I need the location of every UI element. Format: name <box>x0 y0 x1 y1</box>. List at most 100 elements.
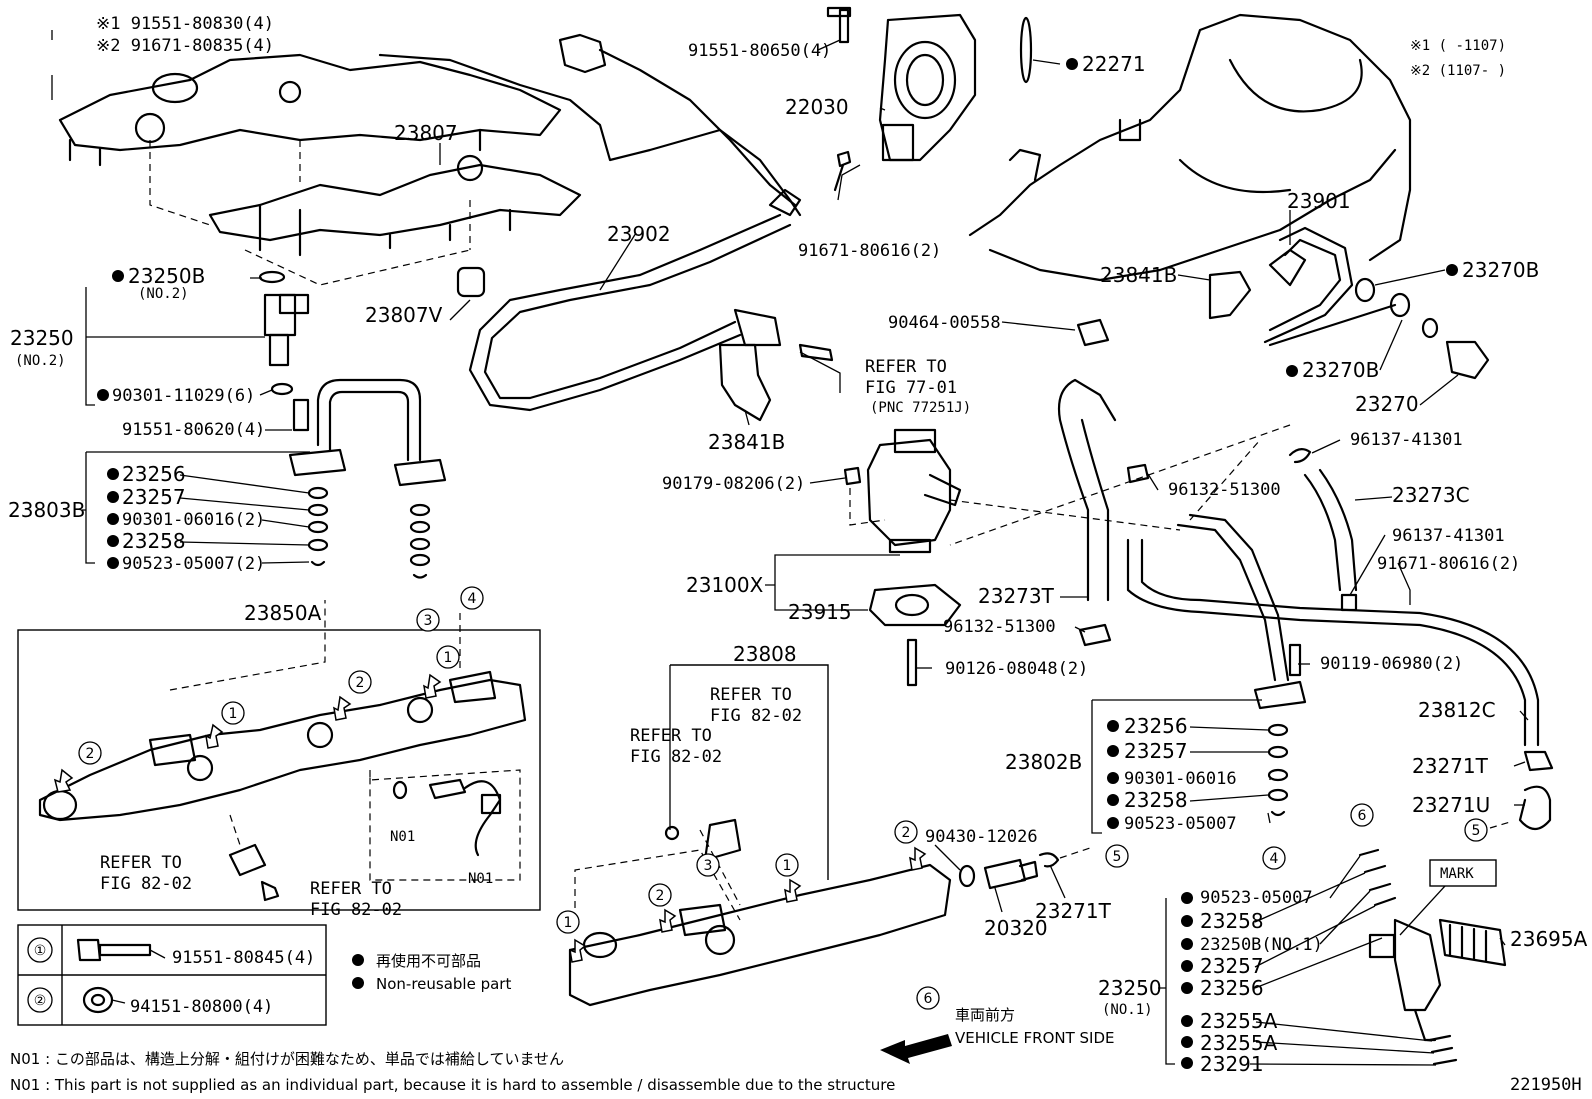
label-refer-77-c: (PNC 77251J) <box>870 400 971 416</box>
gasket-23915 <box>868 583 962 627</box>
footnote-jp: N01 : この部品は、構造上分解・組付けが困難なため、単品では補給していません <box>10 1050 564 1068</box>
fuel-pressure-sensor-20320 <box>983 858 1027 890</box>
fuel-delivery-pipe-23803b <box>316 378 422 462</box>
svg-text:5: 5 <box>1472 823 1481 839</box>
legend-row1-part: 91551-80845(4) <box>172 948 315 968</box>
label-23258-c: 23258 <box>1200 909 1264 933</box>
label-23271t-a: 23271T <box>1412 754 1489 778</box>
fuel-rail-23808-box <box>670 664 829 880</box>
note-serial-2: ※2 (1107- ) <box>1410 63 1506 79</box>
label-refer-77-a: REFER TO <box>865 357 947 377</box>
svg-text:2: 2 <box>902 825 911 841</box>
label-23256-c: 23256 <box>1200 976 1264 1000</box>
label-23901: 23901 <box>1287 189 1351 213</box>
nonreusable-dots <box>97 58 1458 1069</box>
svg-text:2: 2 <box>656 888 665 904</box>
intake-manifold <box>968 13 1412 262</box>
vehicle-front-arrow <box>880 1034 952 1064</box>
legend-nonreuse-jp: 再使用不可部品 <box>376 952 481 970</box>
label-23850a: 23850A <box>244 601 322 625</box>
hose-23273c <box>1303 473 1342 592</box>
label-23250b-no1: 23250B(NO.1) <box>1200 935 1323 955</box>
label-20320: 20320 <box>984 916 1048 940</box>
label-23257-c: 23257 <box>1200 954 1264 978</box>
svg-text:5: 5 <box>1113 849 1122 865</box>
label-22271: 22271 <box>1082 52 1146 76</box>
label-90523-05007-b: 90523-05007 <box>1124 814 1237 834</box>
label-96137-b: 96137-41301 <box>1392 526 1505 546</box>
label-title-code: 221950H <box>1510 1075 1582 1095</box>
svg-text:4: 4 <box>1270 851 1279 867</box>
fuel-injector-no2 <box>258 270 310 396</box>
fuel-rail-cover-lower <box>149 140 582 286</box>
label-23256-a: 23256 <box>122 462 186 486</box>
label-refer-82-b2: FIG 82-02 <box>630 747 722 767</box>
label-90523-05007-a: 90523-05007(2) <box>122 554 265 574</box>
fuel-rail-23850a-box <box>17 629 541 911</box>
vacuum-hose-23901 <box>1268 238 1342 332</box>
label-96132-a: 96132-51300 <box>1168 480 1281 500</box>
circled-reference-numbers: 3 4 1 2 1 2 3 1 2 1 2 6 5 6 4 5 <box>78 586 1488 1010</box>
direction-jp: 車両前方 <box>955 1006 1015 1024</box>
fuel-tube-23812c <box>1126 538 1527 747</box>
label-23270: 23270 <box>1355 392 1419 416</box>
label-refer-82-a1: REFER TO <box>710 685 792 705</box>
label-refer-82-b1: REFER TO <box>630 726 712 746</box>
injector-seal-stack <box>1358 848 1458 1066</box>
label-23902: 23902 <box>607 222 671 246</box>
legend-row2-num: ② <box>34 993 47 1009</box>
connector-23271u <box>1518 785 1552 831</box>
svg-text:3: 3 <box>704 858 713 874</box>
label-96137-a: 96137-41301 <box>1350 430 1463 450</box>
label-bolt-top2: ※2 91671-80835(4) <box>96 36 274 56</box>
footnote-en: N01 : This part is not supplied as an in… <box>10 1076 895 1094</box>
label-23812c: 23812C <box>1418 698 1496 722</box>
insulator-23695a <box>1438 918 1507 967</box>
label-23802b: 23802B <box>1005 750 1082 774</box>
label-90301-06016-a: 90301-06016(2) <box>122 510 265 530</box>
note-serial-1: ※1 ( -1107) <box>1410 38 1506 54</box>
svg-text:1: 1 <box>229 706 238 722</box>
label-23258-b: 23258 <box>1124 788 1188 812</box>
label-23271t-b: 23271T <box>1035 899 1112 923</box>
spacer-23807v <box>456 266 486 298</box>
fuel-rail-23850a <box>38 678 527 822</box>
legend-row2-part: 94151-80800(4) <box>130 997 273 1017</box>
label-23255a-a: 23255A <box>1200 1009 1278 1033</box>
label-90523-05007-c: 90523-05007 <box>1200 888 1313 908</box>
label-91671-80616-a: 91671-80616(2) <box>798 241 941 261</box>
label-23841b-a: 23841B <box>1100 263 1177 287</box>
direction-en: VEHICLE FRONT SIDE <box>955 1029 1115 1047</box>
label-refer-77-b: FIG 77-01 <box>865 378 957 398</box>
svg-text:3: 3 <box>424 613 433 629</box>
svg-text:6: 6 <box>924 991 933 1007</box>
label-90464: 90464-00558 <box>888 313 1001 333</box>
label-90301-11029: 90301-11029(6) <box>112 386 255 406</box>
text-labels: ※1 91551-80830(4) ※2 91671-80835(4) 2380… <box>8 14 1588 1095</box>
vsv-23270 <box>1445 340 1490 380</box>
label-90126: 90126-08048(2) <box>945 659 1088 679</box>
label-91551-80620: 91551-80620(4) <box>122 420 265 440</box>
label-bolt-top1: ※1 91551-80830(4) <box>96 14 274 34</box>
clip-23841b-upper <box>1208 270 1252 320</box>
hose-23273t <box>1057 378 1117 602</box>
label-23250: 23250 <box>10 326 74 350</box>
leader-lines <box>51 30 1529 1066</box>
legend-table <box>17 924 327 1026</box>
label-23915: 23915 <box>788 600 852 624</box>
fuel-rail-23808 <box>568 863 952 1007</box>
label-23841b-b: 23841B <box>708 430 785 454</box>
gasket-22271 <box>1019 16 1033 84</box>
label-23270b-b: 23270B <box>1302 358 1379 382</box>
seal-stack-right <box>409 503 431 579</box>
label-96132-b: 96132-51300 <box>943 617 1056 637</box>
label-23270b-a: 23270B <box>1462 258 1539 282</box>
label-23273t: 23273T <box>978 584 1055 608</box>
label-refer-82-c1: REFER TO <box>100 853 182 873</box>
label-23273c: 23273C <box>1392 483 1470 507</box>
label-23695a: 23695A <box>1510 927 1588 951</box>
label-90119: 90119-06980(2) <box>1320 654 1463 674</box>
fuel-hose-23902 <box>468 213 782 412</box>
svg-text:4: 4 <box>468 591 477 607</box>
